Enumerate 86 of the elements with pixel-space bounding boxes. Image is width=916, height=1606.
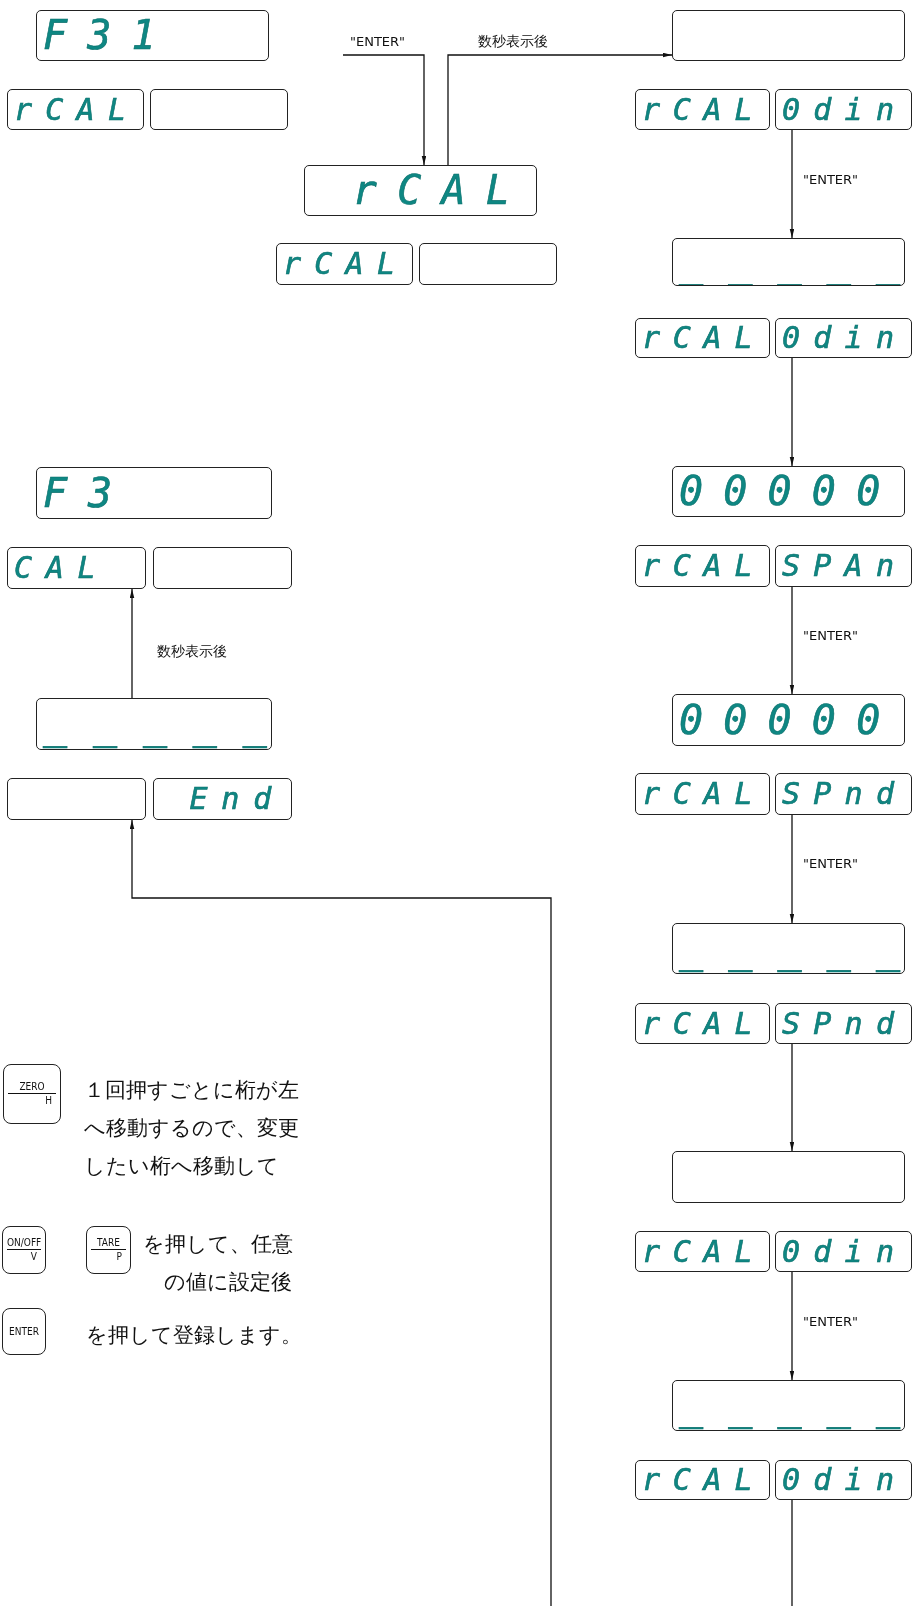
segment-display-text: SPnd xyxy=(782,777,908,811)
lcd-display xyxy=(304,165,537,216)
lcd-display xyxy=(635,773,770,815)
lcd-display xyxy=(672,694,905,746)
key-label: V xyxy=(29,1250,38,1264)
segment-display-text: rCAL xyxy=(14,92,140,127)
lcd-display xyxy=(775,1460,912,1500)
segment-display-text: _ _ _ _ _ xyxy=(679,1383,901,1428)
lcd-display xyxy=(775,545,912,587)
key-label: P xyxy=(115,1250,123,1264)
lcd-display xyxy=(672,466,905,517)
arrow xyxy=(789,586,795,695)
segment-display-text: 0din xyxy=(782,1463,908,1497)
segment-display-text: End xyxy=(189,782,285,816)
lcd-display xyxy=(775,89,912,130)
segment-display-text: _ _ _ _ _ xyxy=(679,239,901,285)
lcd-display xyxy=(775,1003,912,1044)
segment-display-text: rCAL xyxy=(642,1234,766,1269)
segment-display-text: 00000 xyxy=(679,697,901,743)
arrow xyxy=(789,1043,795,1152)
lcd-display xyxy=(635,1231,770,1272)
key-cap xyxy=(3,1064,61,1124)
lcd-display xyxy=(7,778,146,820)
key-cap xyxy=(86,1226,131,1274)
arrow xyxy=(789,357,795,467)
segment-display-text: SPAn xyxy=(782,549,908,583)
lcd-display xyxy=(672,10,905,61)
lcd-display xyxy=(635,318,770,358)
lcd-display xyxy=(635,1003,770,1044)
lcd-display xyxy=(775,318,912,358)
lcd-display xyxy=(36,467,272,519)
key-label: ZERO xyxy=(8,1080,56,1094)
key-label: ENTER xyxy=(8,1325,40,1338)
lcd-display xyxy=(276,243,413,285)
arrow xyxy=(789,814,795,924)
key-label: TARE xyxy=(91,1236,126,1250)
arrow xyxy=(129,588,135,699)
segment-display-text: 00000 xyxy=(679,469,901,514)
segment-display-text: rCAL xyxy=(642,321,766,355)
lcd-display xyxy=(419,243,557,285)
segment-display-text: SPnd xyxy=(782,1006,908,1041)
segment-display-text: 0din xyxy=(782,92,908,127)
segment-display-text: _ _ _ _ _ xyxy=(43,701,268,747)
key-label: ON/OFF xyxy=(7,1236,41,1250)
lcd-display xyxy=(635,545,770,587)
arrow xyxy=(789,129,795,239)
edge-label: 数秒表示後 xyxy=(157,643,227,660)
lcd-display xyxy=(153,547,292,589)
lcd-display xyxy=(635,1460,770,1500)
arrow xyxy=(789,1271,795,1381)
arrow xyxy=(129,819,552,1606)
segment-display-text: rCAL xyxy=(642,777,766,811)
edge-label: 数秒表示後 xyxy=(478,33,548,50)
key-label: H xyxy=(44,1094,53,1108)
lcd-display xyxy=(7,547,146,589)
lcd-display xyxy=(775,1231,912,1272)
lcd-display xyxy=(153,778,292,820)
segment-display-text: CAL xyxy=(14,551,110,585)
segment-display-text: rCAL xyxy=(352,168,530,213)
instruction-text: １回押すごとに桁が左へ移動するので、変更したい桁へ移動して xyxy=(84,1077,300,1180)
instruction-text: を押して、任意の値に設定後 xyxy=(143,1231,294,1296)
lcd-display xyxy=(36,698,272,750)
segment-display-text: _ _ _ _ _ xyxy=(679,926,901,971)
segment-display-text: rCAL xyxy=(642,1006,766,1041)
segment-display-text: rCAL xyxy=(642,549,766,583)
lcd-display xyxy=(150,89,288,130)
lcd-display xyxy=(775,773,912,815)
arrow xyxy=(342,54,427,166)
lcd-display xyxy=(7,89,144,130)
segment-display-text: 0din xyxy=(782,321,908,355)
segment-display-text: rCAL xyxy=(642,1463,766,1497)
key-cap xyxy=(2,1308,46,1355)
instruction-text: を押して登録します。 xyxy=(86,1322,303,1349)
segment-display-text: rCAL xyxy=(283,247,409,281)
connector-line xyxy=(791,1499,793,1606)
lcd-display xyxy=(672,1380,905,1431)
key-cap xyxy=(2,1226,46,1274)
arrow xyxy=(447,52,673,166)
lcd-display xyxy=(635,89,770,130)
lcd-display xyxy=(672,1151,905,1203)
segment-display-text: rCAL xyxy=(642,92,766,127)
segment-display-text: F3 xyxy=(43,470,133,516)
segment-display-text: 0din xyxy=(782,1234,908,1269)
lcd-display xyxy=(36,10,269,61)
segment-display-text: F31 xyxy=(43,13,176,58)
lcd-display xyxy=(672,923,905,974)
